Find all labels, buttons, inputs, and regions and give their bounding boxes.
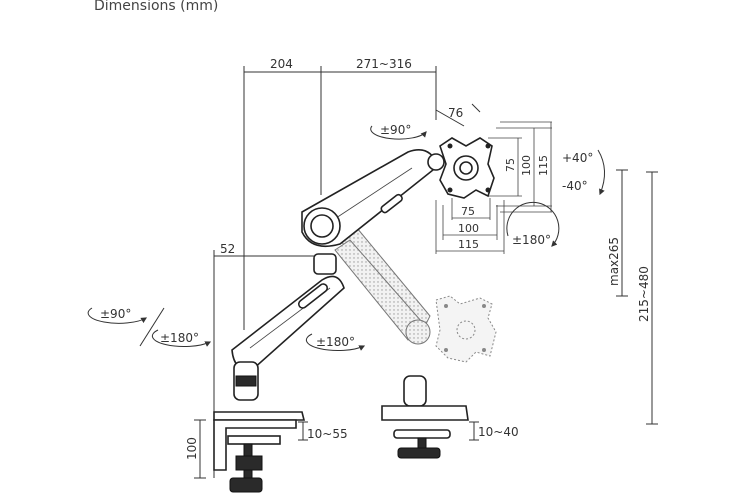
vesa-v-100: 100: [520, 155, 533, 176]
rotation-head-rotate: ±180°: [506, 201, 560, 247]
vesa-v-115: 115: [537, 155, 550, 176]
rot-head-rotate-label: ±180°: [512, 233, 551, 247]
rotation-arm: ±180°: [305, 333, 366, 352]
dim-215-480: 215~480: [637, 266, 651, 322]
monitor-arm: [231, 137, 495, 401]
dim-max265: max265: [607, 237, 621, 286]
top-dimension-lines: 204 271~316 76: [243, 57, 481, 330]
dim-204: 204: [270, 57, 293, 71]
ghost-arm-lowered: [329, 221, 497, 363]
height-dimensions: max265 215~480: [607, 169, 658, 425]
dim-271-316: 271~316: [356, 57, 412, 71]
dim-10-40: 10~40: [478, 425, 519, 439]
dim-52: 52: [220, 242, 235, 256]
vesa-v-75: 75: [504, 158, 517, 172]
rotation-head-swivel: ±90°: [370, 123, 427, 140]
rot-arm-label: ±180°: [316, 335, 355, 349]
dim-100-clamp: 100: [185, 437, 199, 460]
rotation-tilt: +40° -40°: [562, 149, 605, 196]
clamp-base: [213, 411, 306, 493]
rot-base-swivel-label: ±90°: [100, 307, 131, 321]
grommet-base: [381, 375, 469, 459]
clamp-dimension: 100: [185, 419, 206, 479]
tilt-up-label: +40°: [562, 151, 593, 165]
rotation-base: ±90° ±180°: [87, 307, 212, 348]
vesa-h-75: 75: [461, 205, 475, 218]
clamp-range-dimension: 10~55: [298, 421, 348, 441]
vesa-h-115: 115: [458, 238, 479, 251]
grommet-range-dimension: 10~40: [469, 421, 519, 441]
vesa-dimensions: 75 100 115 75 100 115: [435, 121, 552, 254]
rot-head-swivel-label: ±90°: [380, 123, 411, 137]
diagram-title: Dimensions (mm): [94, 0, 219, 14]
dim-76: 76: [448, 106, 463, 120]
tilt-down-label: -40°: [562, 179, 588, 193]
vesa-h-100: 100: [458, 222, 479, 235]
rot-base-rotate-label: ±180°: [160, 331, 199, 345]
dim-10-55: 10~55: [307, 427, 348, 441]
